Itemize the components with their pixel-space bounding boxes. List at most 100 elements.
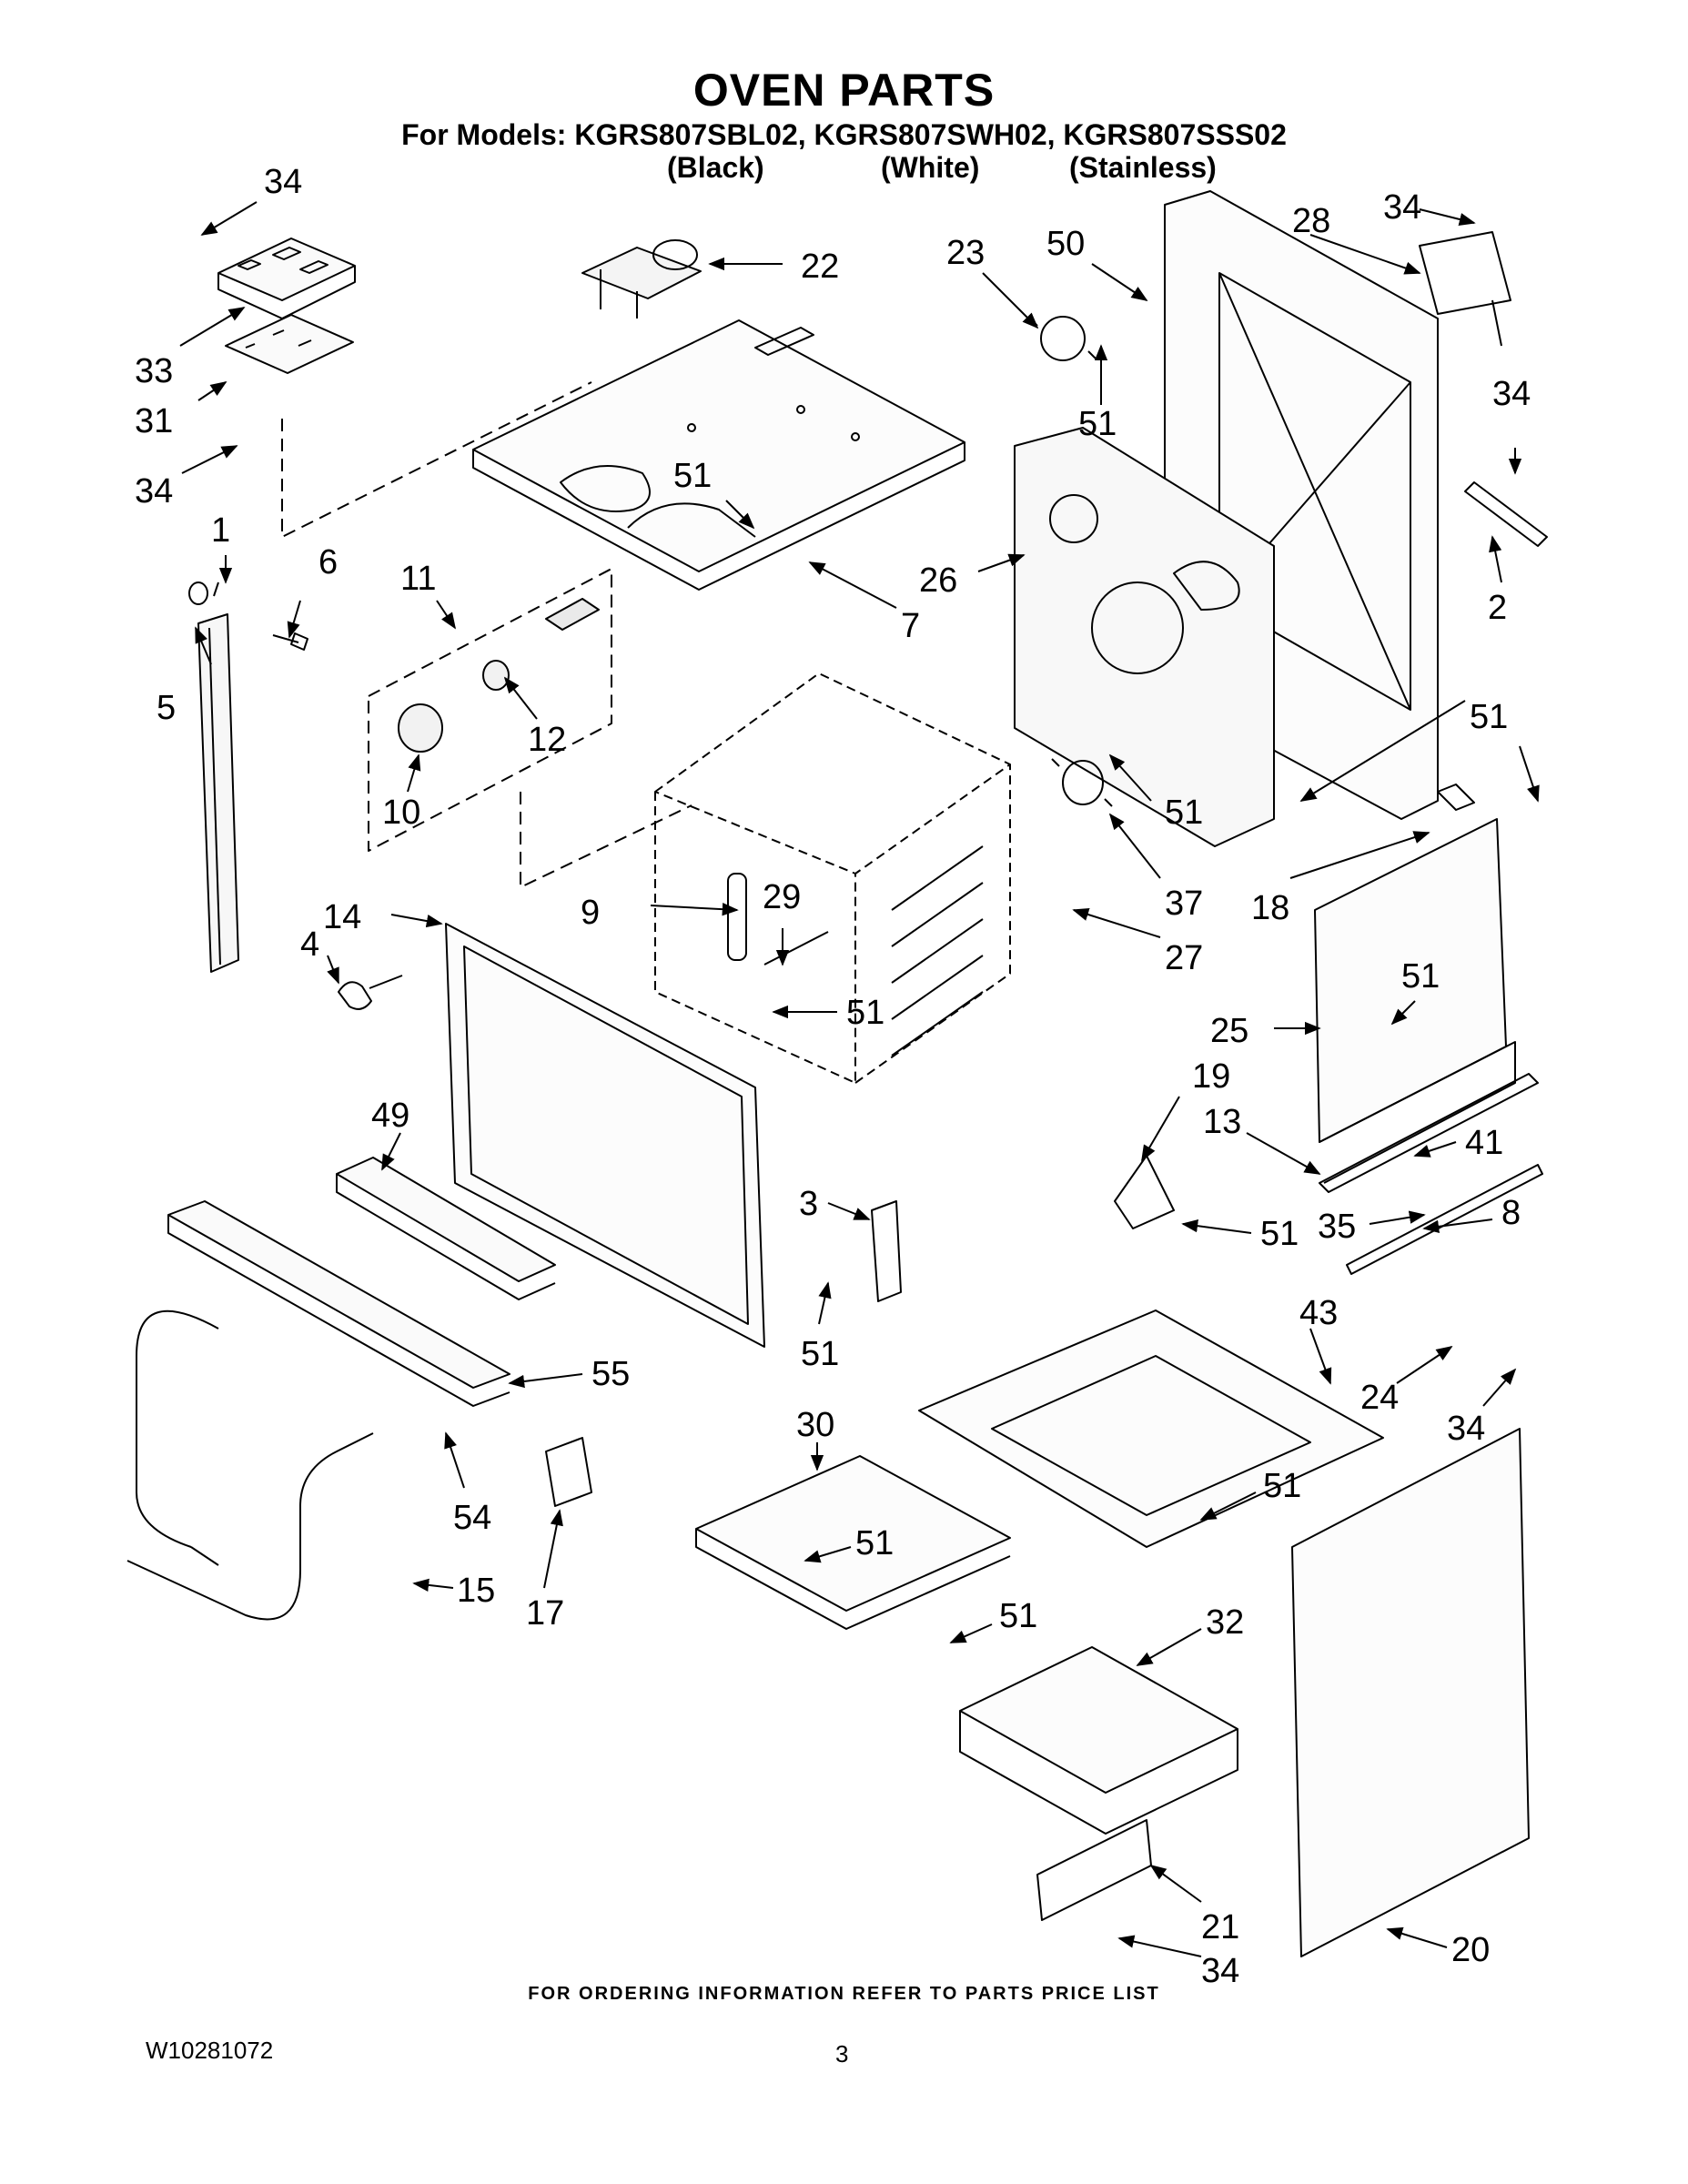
callout-51: 51 [1260, 1215, 1299, 1253]
dashed-wire-lower [520, 792, 692, 888]
part-tray-frame [918, 1309, 1384, 1548]
part-back-panel [1014, 427, 1275, 847]
callout-32: 32 [1206, 1603, 1244, 1642]
callout-35: 35 [1318, 1208, 1356, 1246]
callout-labels: 34 33 31 34 22 23 50 28 34 34 51 51 1 6 … [135, 163, 1531, 1990]
color-white: (White) [881, 151, 980, 184]
callout-51: 51 [673, 457, 712, 495]
callout-6: 6 [318, 543, 338, 581]
color-black: (Black) [667, 151, 764, 184]
part-rail-2 [1464, 481, 1548, 547]
part-bracket-28 [1419, 231, 1511, 347]
callout-20: 20 [1451, 1931, 1490, 1969]
callout-13: 13 [1203, 1103, 1241, 1141]
callout-34: 34 [135, 472, 173, 511]
callout-51: 51 [846, 994, 884, 1032]
part-plug-4 [338, 975, 403, 1010]
part-bracket-tray [959, 1646, 1238, 1835]
part-clip-18 [1437, 784, 1475, 811]
callout-34: 34 [264, 163, 302, 201]
part-control-board [217, 238, 356, 319]
callout-54: 54 [453, 1499, 491, 1537]
color-stainless: (Stainless) [1069, 151, 1217, 184]
callout-23: 23 [946, 234, 985, 272]
page-number: 3 [835, 2040, 849, 2068]
callout-26: 26 [919, 561, 957, 600]
callout-18: 18 [1251, 889, 1289, 927]
part-rail-55 [167, 1200, 510, 1407]
callout-55: 55 [591, 1355, 630, 1393]
part-drawings [126, 190, 1548, 1957]
callout-3: 3 [799, 1185, 818, 1223]
callout-34: 34 [1201, 1952, 1239, 1990]
callout-2: 2 [1488, 589, 1507, 627]
part-cavity-ribs [727, 845, 984, 1057]
callout-37: 37 [1165, 885, 1203, 923]
callout-8: 8 [1501, 1194, 1521, 1232]
callout-27: 27 [1165, 939, 1203, 977]
callout-51: 51 [1263, 1467, 1301, 1505]
document-number: W10281072 [146, 2037, 274, 2064]
part-thermostat-23 [1029, 316, 1097, 361]
part-valve-assembly [581, 239, 702, 318]
part-thermostat-37 [1051, 758, 1113, 807]
callout-41: 41 [1465, 1124, 1503, 1162]
callout-12: 12 [528, 721, 566, 759]
part-bracket-3 [871, 1200, 902, 1302]
callout-51: 51 [1401, 957, 1440, 996]
callout-5: 5 [157, 689, 176, 727]
part-clip-17 [545, 1437, 592, 1507]
part-bracket-19 [1114, 1155, 1175, 1229]
ordering-note: FOR ORDERING INFORMATION REFER TO PARTS … [528, 1984, 1160, 2004]
callout-31: 31 [135, 402, 173, 440]
part-channel-49 [336, 1157, 556, 1300]
leader-arrows [179, 201, 1540, 1957]
color-labels: (Black) (White) (Stainless) [0, 151, 1688, 184]
callout-19: 19 [1192, 1057, 1230, 1096]
callout-10: 10 [382, 794, 420, 832]
part-board-plate [225, 314, 354, 374]
callout-34: 34 [1447, 1410, 1485, 1448]
part-knob-group [368, 568, 612, 852]
callout-30: 30 [796, 1406, 834, 1444]
part-strip-13 [1319, 1073, 1539, 1193]
callout-51: 51 [855, 1524, 894, 1562]
callout-9: 9 [581, 894, 600, 932]
callout-28: 28 [1292, 202, 1330, 240]
callout-51: 51 [801, 1335, 839, 1373]
part-strip-8 [1346, 1164, 1543, 1275]
callout-25: 25 [1210, 1012, 1248, 1050]
page-title: OVEN PARTS [692, 65, 996, 116]
callout-17: 17 [526, 1594, 564, 1633]
part-strip-21 [1036, 1819, 1152, 1921]
part-side-panel [1314, 818, 1516, 1184]
page-header: OVEN PARTS For Models: KGRS807SBL02, KGR… [0, 64, 1688, 184]
dashed-wire-upper [281, 381, 592, 538]
callout-51: 51 [1078, 405, 1117, 443]
callout-7: 7 [901, 607, 920, 645]
callout-34: 34 [1383, 188, 1421, 227]
callout-49: 49 [371, 1097, 409, 1135]
part-gasket-15 [126, 1309, 374, 1621]
callout-51: 51 [999, 1597, 1037, 1635]
callout-4: 4 [300, 925, 319, 964]
callout-15: 15 [457, 1572, 495, 1610]
callout-29: 29 [763, 878, 801, 916]
callout-21: 21 [1201, 1908, 1239, 1946]
callout-43: 43 [1299, 1294, 1338, 1332]
callout-34: 34 [1492, 375, 1531, 413]
callout-1: 1 [211, 511, 230, 550]
models-line: For Models: KGRS807SBL02, KGRS807SWH02, … [401, 118, 1287, 151]
callout-24: 24 [1360, 1379, 1399, 1417]
callout-11: 11 [400, 560, 436, 598]
callout-14: 14 [323, 898, 361, 936]
part-outer-side-panel [1291, 1428, 1530, 1957]
callout-33: 33 [135, 352, 173, 390]
part-side-trim [188, 581, 239, 973]
part-front-frame [445, 923, 765, 1348]
callout-51: 51 [1165, 794, 1203, 832]
callout-22: 22 [801, 248, 839, 286]
part-screw-6 [272, 632, 308, 651]
part-oven-cavity [654, 672, 1011, 1084]
